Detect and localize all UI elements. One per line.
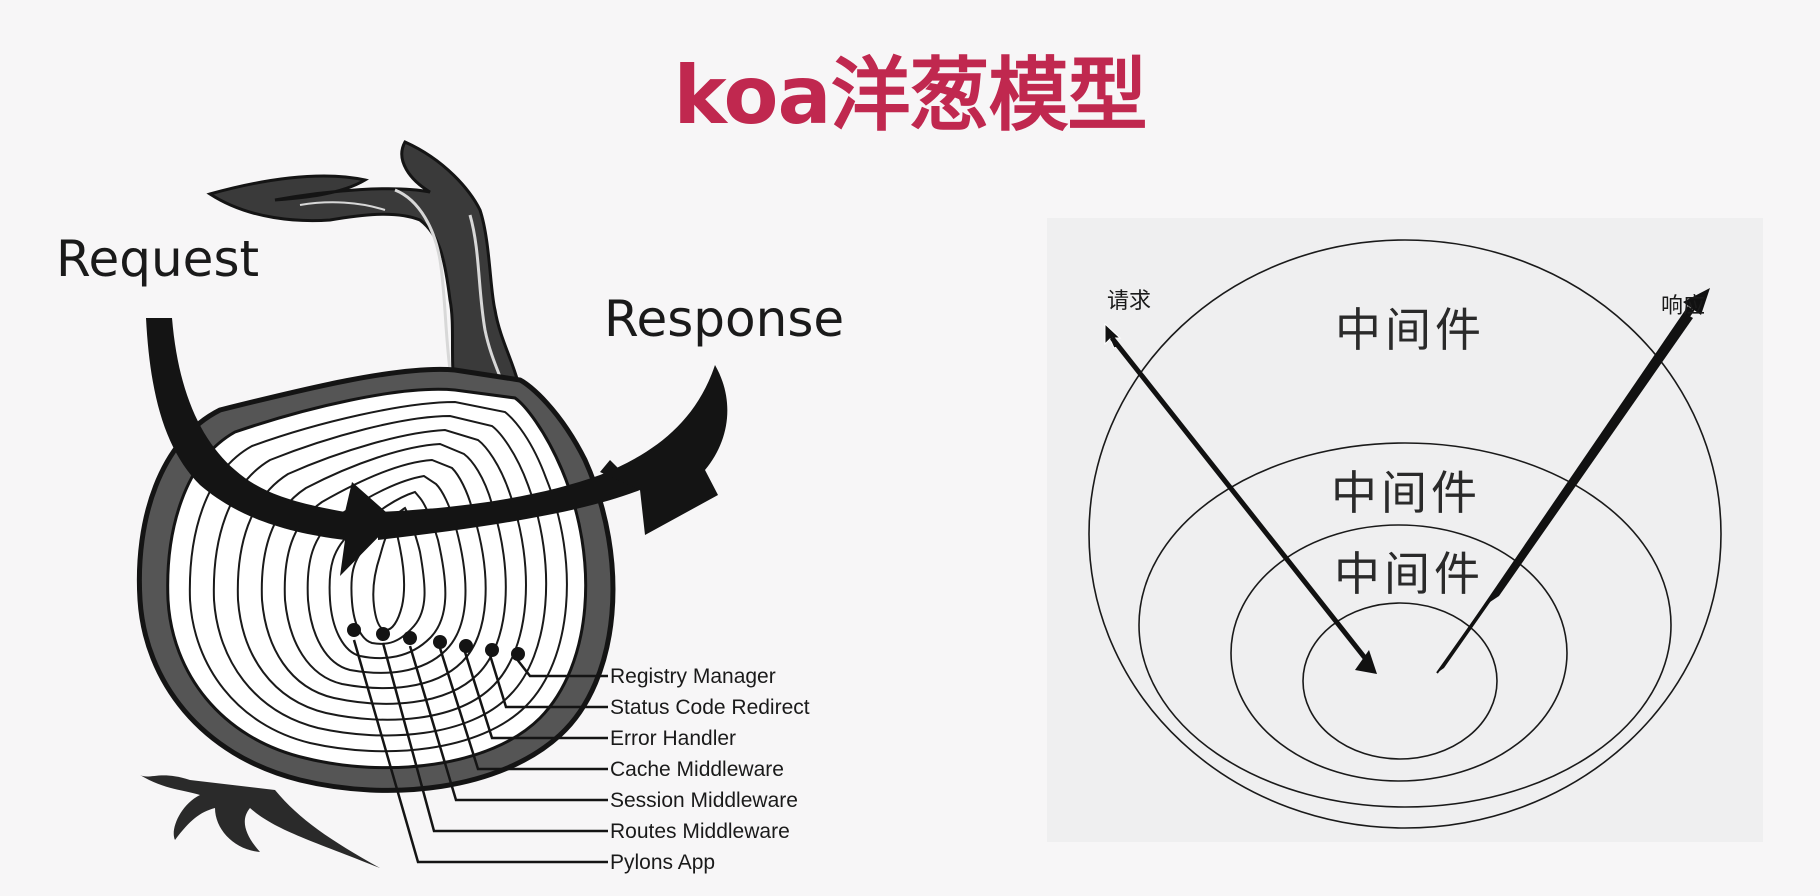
nested-middleware-panel: 请求 响应 中间件 中间件 中间件 — [1047, 218, 1763, 842]
middleware-label-inner: 中间件 — [1334, 547, 1484, 601]
request-label: Request — [56, 230, 259, 288]
response-label: 响应 — [1661, 294, 1705, 319]
layer-leaders — [352, 639, 608, 864]
layer-label: Routes Middleware — [610, 820, 790, 843]
request-label: 请求 — [1107, 289, 1151, 314]
cursor-icon — [1104, 322, 1122, 349]
outer-ellipse — [1088, 239, 1722, 829]
response-label: Response — [604, 290, 844, 348]
onion-roots — [140, 775, 380, 868]
layer-label: Pylons App — [610, 851, 715, 874]
onion-diagram: Request Response Registry Manager Status… — [56, 140, 844, 874]
request-arrow — [1110, 336, 1377, 674]
onion-body — [136, 366, 616, 793]
middleware-label-middle: 中间件 — [1331, 466, 1481, 520]
page-title: koa洋葱模型 — [673, 49, 1148, 142]
response-arrow — [1436, 288, 1710, 674]
layer-label: Registry Manager — [610, 665, 776, 688]
nested-middleware-diagram: 请求 响应 中间件 中间件 中间件 — [1088, 239, 1722, 829]
layer-label: Cache Middleware — [610, 758, 784, 781]
request-arrow — [146, 318, 395, 576]
onion-stem — [206, 140, 522, 397]
middleware-label-outer: 中间件 — [1335, 303, 1485, 357]
layer-dots — [347, 623, 525, 661]
middle-ellipse — [1138, 442, 1672, 808]
response-arrow — [378, 365, 728, 540]
inner-ellipse — [1230, 524, 1568, 782]
layer-label: Session Middleware — [610, 789, 798, 812]
layer-label: Status Code Redirect — [610, 696, 810, 719]
layer-label: Error Handler — [610, 727, 736, 750]
core-ellipse — [1302, 602, 1498, 760]
